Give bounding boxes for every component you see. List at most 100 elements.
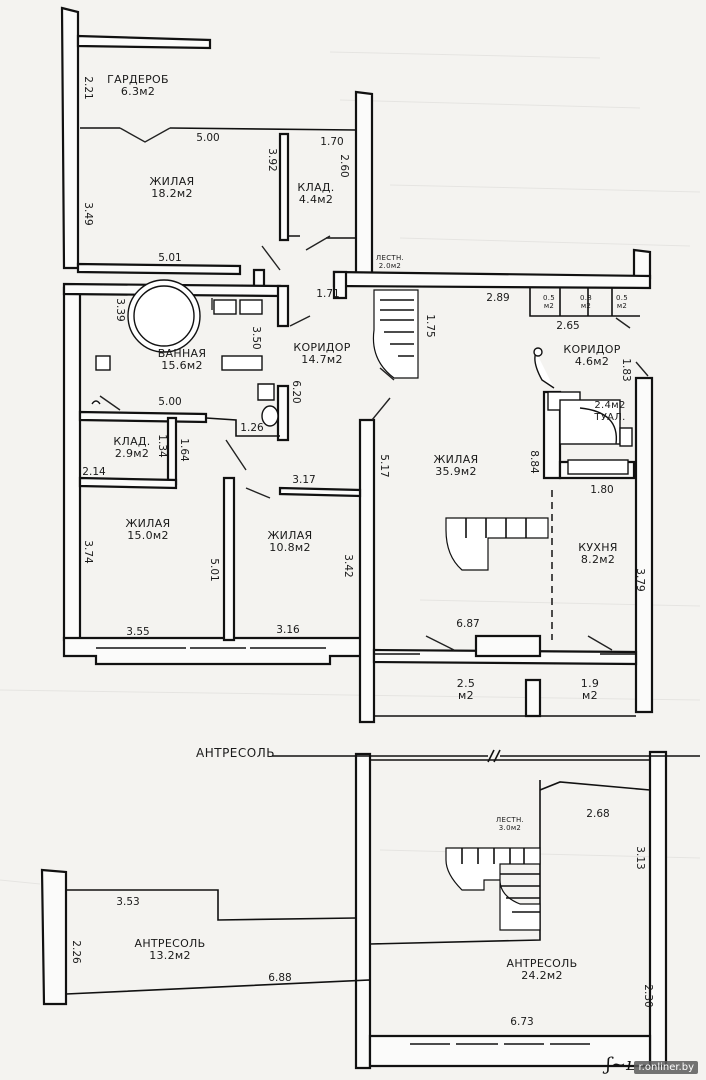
room-name: ГАРДЕРОБ [107, 73, 169, 86]
room-name: 0.5 [542, 294, 556, 302]
room-name: 1.9 [580, 677, 600, 690]
dimension-label: 3.50 [250, 326, 262, 350]
room-name: ЖИЛАЯ [267, 529, 313, 542]
staircase-main [372, 289, 549, 571]
room-area: м2 [458, 689, 474, 702]
room-area: 6.3м2 [120, 85, 156, 98]
dimension-label: 2.30 [642, 984, 654, 1008]
room-name: КУХНЯ [578, 541, 618, 554]
dimension-label: 3.42 [342, 554, 354, 578]
room-label-mezz-left: АНТРЕСОЛЬ 13.2м2 [135, 938, 206, 962]
room-area: 13.2м2 [149, 949, 191, 962]
room-label-living-left: ЖИЛАЯ 15.0м2 [125, 518, 170, 542]
handwritten-signature: ʃ~ւ [606, 1054, 635, 1075]
room-label-corridor-left: КОРИДОР 14.7м2 [293, 342, 350, 366]
dimension-label: 3.13 [634, 846, 646, 870]
dimension-label: 3.39 [114, 298, 126, 322]
room-name: ЖИЛАЯ [149, 175, 195, 188]
dimension-label: 2.21 [82, 76, 94, 100]
dimension-label: 3.92 [266, 148, 278, 172]
room-name: АНТРЕСОЛЬ [134, 937, 206, 950]
room-label-living-top: ЖИЛАЯ 18.2м2 [149, 176, 194, 200]
dimension-label: 3.49 [82, 202, 94, 226]
dimension-label: 5.00 [196, 132, 220, 144]
room-name: КОРИДОР [563, 343, 621, 356]
room-area: м2 [616, 302, 628, 310]
dimension-label: 3.53 [116, 896, 140, 908]
dimension-label: 3.74 [82, 540, 94, 564]
background-scan-lines [0, 51, 701, 885]
dimension-label: 5.17 [378, 454, 390, 478]
room-area: 4.4м2 [298, 193, 334, 206]
staircase-mezzanine [445, 847, 541, 931]
dimension-label: 3.55 [126, 626, 150, 638]
dimension-label: 6.20 [290, 380, 302, 404]
room-name: ЖИЛАЯ [433, 453, 479, 466]
dimension-label: 6.87 [456, 618, 480, 630]
door-swings [99, 235, 649, 651]
dimension-label: 8.84 [528, 450, 540, 474]
interior-walls [62, 127, 640, 655]
room-area: м2 [543, 302, 555, 310]
room-name: КОРИДОР [293, 341, 351, 354]
room-label-closet-3: 0.5 м2 [616, 294, 628, 310]
room-name: 0.5 [615, 294, 629, 302]
room-label-balcony-1: 2.5 м2 [457, 678, 475, 702]
dimension-label: 2.65 [556, 320, 580, 332]
dimension-label: 3.79 [634, 568, 646, 592]
room-label-living-mid: ЖИЛАЯ 10.8м2 [267, 530, 312, 554]
dimension-label: 2.26 [70, 940, 82, 964]
room-area: 18.2м2 [151, 187, 193, 200]
dimension-label: 2.14 [82, 466, 106, 478]
room-label-lestn-bottom: ЛЕСТН. 3.0м2 [496, 816, 524, 832]
dimension-label: 1.26 [240, 422, 264, 434]
room-area: 24.2м2 [521, 969, 563, 982]
room-area: 2.0м2 [378, 262, 402, 270]
room-label-klad-mid: КЛАД. 2.9м2 [113, 436, 150, 460]
toilet-kitchen-fixtures [533, 347, 633, 475]
room-name: ЖИЛАЯ [125, 517, 171, 530]
dimension-label: 1.83 [620, 358, 632, 382]
section-break-line [272, 749, 700, 763]
room-area: 2.9м2 [114, 447, 150, 460]
dimension-label: 5.00 [158, 396, 182, 408]
dimension-label: 6.88 [268, 972, 292, 984]
room-area: 14.7м2 [301, 353, 343, 366]
room-name: АНТРЕСОЛЬ [506, 957, 578, 970]
dimension-label: 2.89 [486, 292, 510, 304]
room-area: 15.6м2 [161, 359, 203, 372]
dimension-label: 1.70 [320, 136, 344, 148]
room-name: 0.8 [579, 294, 593, 302]
room-label-living-big: ЖИЛАЯ 35.9м2 [433, 454, 478, 478]
room-area: 15.0м2 [127, 529, 169, 542]
dimension-label: 6.73 [510, 1016, 534, 1028]
room-label-corridor-right: КОРИДОР 4.6м2 [563, 344, 620, 368]
dimension-label: 1.64 [178, 438, 190, 462]
dimension-label: 5.01 [158, 252, 182, 264]
dimension-label: 1.80 [590, 484, 614, 496]
room-area: 2.4м2 [594, 400, 626, 411]
dimension-label: 5.01 [208, 558, 220, 582]
room-label-closet-2: 0.8 м2 [580, 294, 592, 310]
room-name: КЛАД. [297, 181, 335, 194]
room-area: 4.6м2 [574, 355, 610, 368]
room-area: 3.0м2 [498, 824, 522, 832]
mezzanine-walls [40, 750, 668, 1070]
room-area: м2 [582, 689, 598, 702]
room-label-balcony-2: 1.9 м2 [581, 678, 599, 702]
room-label-tual: 2.4м2 ТУАЛ. [594, 400, 625, 424]
room-name: ТУАЛ. [594, 412, 626, 423]
room-label-closet-1: 0.5 м2 [543, 294, 555, 310]
room-label-mezz-right: АНТРЕСОЛЬ 24.2м2 [507, 958, 578, 982]
room-area: м2 [580, 302, 592, 310]
room-name: ЛЕСТН. [495, 816, 525, 824]
dimension-label: 2.68 [586, 808, 610, 820]
room-label-kitchen: КУХНЯ 8.2м2 [578, 542, 617, 566]
room-label-garderob: ГАРДЕРОБ 6.3м2 [107, 74, 169, 98]
room-area: 10.8м2 [269, 541, 311, 554]
room-name: ЛЕСТН. [375, 254, 405, 262]
dimension-label: 3.17 [292, 474, 316, 486]
dimension-label: 1.75 [424, 314, 436, 338]
room-label-lestn-top: ЛЕСТН. 2.0м2 [376, 254, 404, 270]
